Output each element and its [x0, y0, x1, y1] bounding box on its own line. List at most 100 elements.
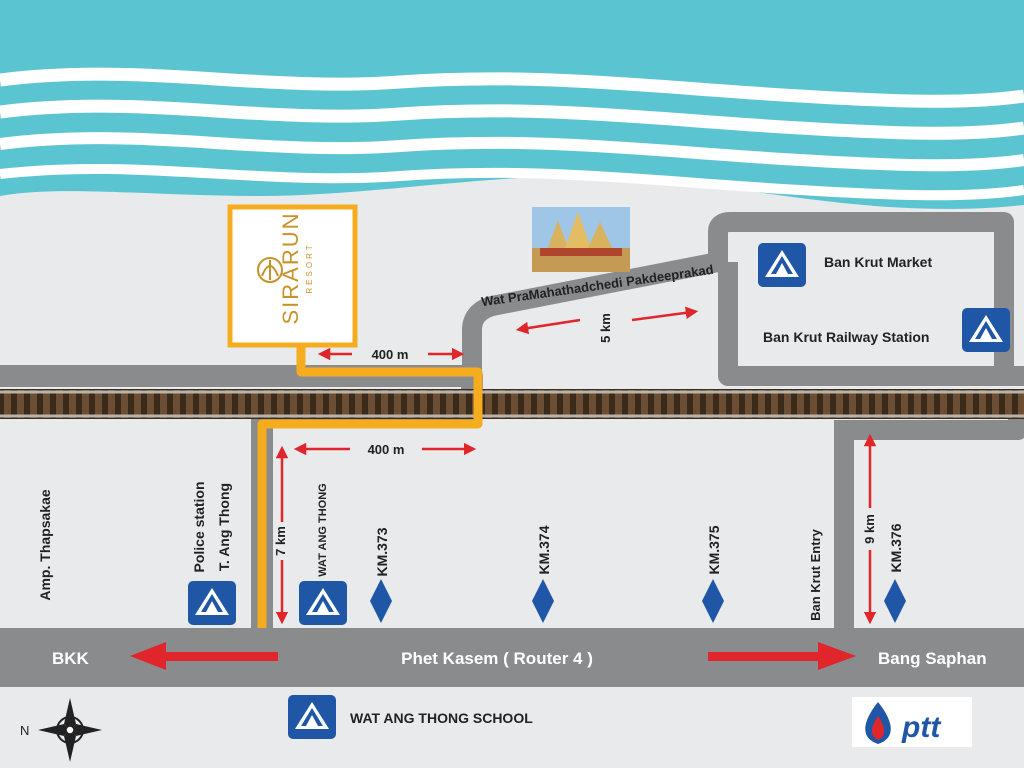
- railway-tie: [160, 390, 167, 418]
- railway-tie: [966, 390, 973, 418]
- route-to-resort: [257, 342, 483, 628]
- railway-tie: [69, 390, 76, 418]
- distance-top-400: 400 m: [372, 347, 409, 362]
- railway-tie: [927, 390, 934, 418]
- distance-7km: 7 km: [273, 526, 288, 556]
- railway-tie: [30, 390, 37, 418]
- railway-tie: [576, 390, 583, 418]
- railway-tie: [667, 390, 674, 418]
- railway-tie: [550, 390, 557, 418]
- railway-tie: [420, 390, 427, 418]
- school-label: WAT ANG THONG SCHOOL: [350, 710, 533, 726]
- railway-tie: [186, 390, 193, 418]
- railway-tie: [511, 390, 518, 418]
- railway-tie: [797, 390, 804, 418]
- railway: [0, 389, 1024, 419]
- railway-tie: [849, 390, 856, 418]
- railway-tie: [992, 390, 999, 418]
- railway-tie: [56, 390, 63, 418]
- railway-tie: [719, 390, 726, 418]
- railway-tie: [888, 390, 895, 418]
- railway-tie: [1018, 390, 1024, 418]
- compass-rose-icon: [38, 698, 102, 762]
- railway-tie: [433, 390, 440, 418]
- railway-tie: [485, 390, 492, 418]
- railway-tie: [732, 390, 739, 418]
- railway-tie: [43, 390, 50, 418]
- railway-tie: [537, 390, 544, 418]
- railway-tie: [953, 390, 960, 418]
- compass-north-label: N: [20, 723, 29, 738]
- temple-photo: [532, 207, 630, 272]
- railway-tie: [446, 390, 453, 418]
- railway-tie: [290, 390, 297, 418]
- school-marker-icon: [288, 695, 336, 739]
- railway-tie: [914, 390, 921, 418]
- distance-bottom-400: 400 m: [368, 442, 405, 457]
- arrow-to-bkk-icon: [130, 642, 278, 670]
- ptt-brand-text: ptt: [901, 711, 942, 744]
- railway-tie: [17, 390, 24, 418]
- arrow-to-bang-saphan-icon: [708, 642, 856, 670]
- railway-tie: [771, 390, 778, 418]
- railway-tie: [758, 390, 765, 418]
- railway-tie: [901, 390, 908, 418]
- ban-krut-entry-label: Ban Krut Entry: [808, 528, 823, 621]
- ban-krut-market-label: Ban Krut Market: [824, 254, 932, 270]
- railway-tie: [693, 390, 700, 418]
- resort-sub: RESORT: [305, 242, 314, 293]
- railway-tie: [784, 390, 791, 418]
- railway-tie: [82, 390, 89, 418]
- railway-tie: [836, 390, 843, 418]
- distance-9km: 9 km: [862, 514, 877, 544]
- railway-tie: [745, 390, 752, 418]
- railway-tie: [706, 390, 713, 418]
- railway-tie: [225, 390, 232, 418]
- railway-tie: [589, 390, 596, 418]
- railway-tie: [355, 390, 362, 418]
- ptt-logo: ptt: [852, 697, 972, 747]
- t-ang-thong-label: T. Ang Thong: [216, 483, 232, 571]
- railway-tie: [4, 390, 11, 418]
- market-marker-icon: [758, 243, 806, 287]
- wat-ang-thong-marker-icon: [299, 581, 347, 625]
- distance-arrows: [275, 306, 877, 625]
- distance-5km: 5 km: [598, 313, 613, 343]
- railway-tie: [173, 390, 180, 418]
- railway-tie: [108, 390, 115, 418]
- km-373-label: KM.373: [374, 527, 390, 576]
- railway-tie: [498, 390, 505, 418]
- railway-tie: [810, 390, 817, 418]
- railway-tie: [368, 390, 375, 418]
- railway-tie: [147, 390, 154, 418]
- resort-logo: SIRARUN RESORT: [227, 204, 358, 348]
- railway-tie: [121, 390, 128, 418]
- railway-tie: [628, 390, 635, 418]
- sea: [0, 0, 1024, 209]
- bkk-label: BKK: [52, 649, 90, 668]
- railway-tie: [459, 390, 466, 418]
- railway-tie: [1005, 390, 1012, 418]
- railway-tie: [342, 390, 349, 418]
- railway-tie: [394, 390, 401, 418]
- railway-tie: [940, 390, 947, 418]
- railway-tie: [199, 390, 206, 418]
- ban-krut-railway-label: Ban Krut Railway Station: [763, 329, 929, 345]
- railway-tie: [381, 390, 388, 418]
- wat-ang-thong-label: WAT ANG THONG: [317, 483, 329, 577]
- railway-tie: [524, 390, 531, 418]
- railway-tie: [277, 390, 284, 418]
- railway-tie: [641, 390, 648, 418]
- main-road-label: Phet Kasem ( Router 4 ): [401, 649, 593, 668]
- railway-tie: [563, 390, 570, 418]
- railway-tie: [654, 390, 661, 418]
- railway-tie: [303, 390, 310, 418]
- police-station-label: Police station: [191, 481, 207, 572]
- railway-tie: [134, 390, 141, 418]
- railway-tie: [251, 390, 258, 418]
- railway-tie: [212, 390, 219, 418]
- railway-tie: [329, 390, 336, 418]
- railway-tie: [823, 390, 830, 418]
- km-375-label: KM.375: [706, 525, 722, 574]
